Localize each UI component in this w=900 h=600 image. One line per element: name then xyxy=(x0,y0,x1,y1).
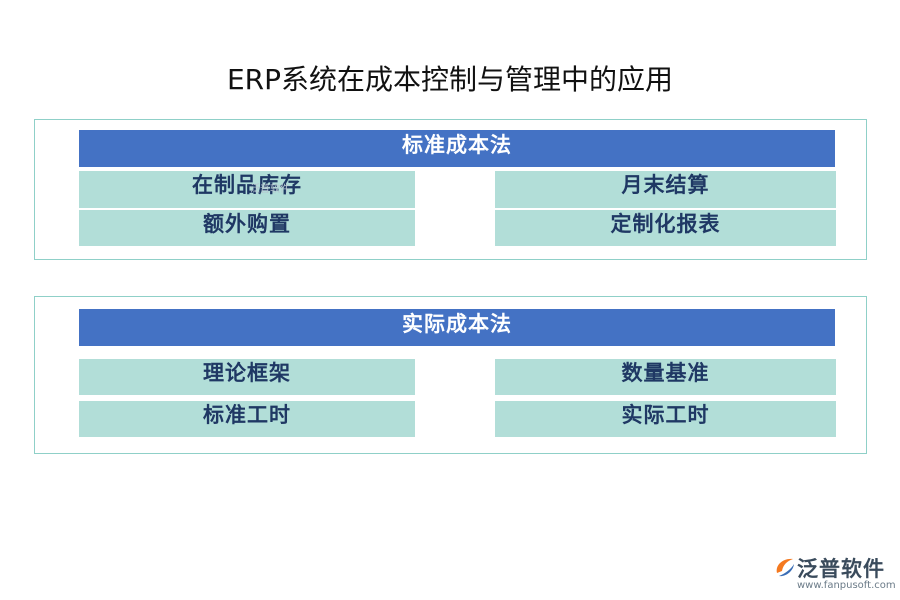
fanpu-logo: 泛普软件 www.fanpusoft.com xyxy=(773,553,898,598)
actual-cost-right-item-2: 实际工时 xyxy=(495,401,836,437)
standard-cost-right-item-2: 定制化报表 xyxy=(495,210,836,246)
diagram-title: ERP系统在成本控制与管理中的应用 xyxy=(226,63,674,96)
standard-cost-panel: 标准成本法 在制品库存 额外购置 月末结算 定制化报表 xyxy=(34,119,867,260)
standard-cost-header: 标准成本法 xyxy=(79,130,835,167)
standard-cost-right-item-1: 月末结算 xyxy=(495,171,836,208)
actual-cost-header: 实际成本法 xyxy=(79,309,835,346)
standard-cost-left-item-1: 在制品库存 xyxy=(79,171,415,208)
standard-cost-left-item-2: 额外购置 xyxy=(79,210,415,246)
actual-cost-panel: 实际成本法 理论框架 标准工时 数量基准 实际工时 xyxy=(34,296,867,454)
actual-cost-right-item-1: 数量基准 xyxy=(495,359,836,395)
inline-watermark: 泛普软件 xyxy=(250,184,290,195)
logo-name: 泛普软件 xyxy=(797,557,885,581)
actual-cost-left-item-1: 理论框架 xyxy=(79,359,415,395)
fanpu-logo-icon xyxy=(776,558,794,577)
actual-cost-left-item-2: 标准工时 xyxy=(79,401,415,437)
logo-url: www.fanpusoft.com xyxy=(797,580,896,591)
